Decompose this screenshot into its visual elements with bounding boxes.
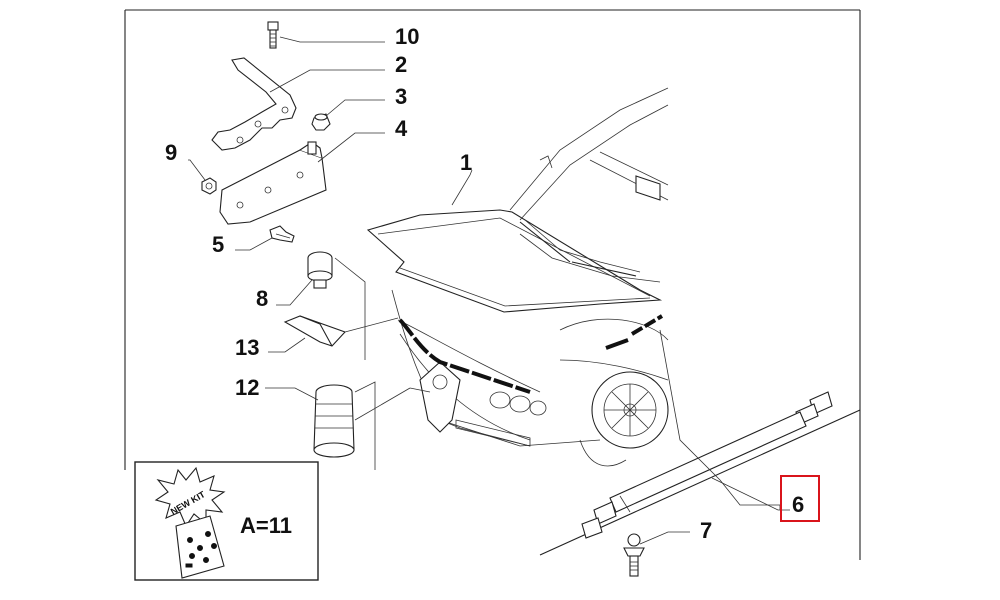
seal-strip-icon[interactable] bbox=[283, 315, 346, 347]
bolt-icon[interactable] bbox=[267, 21, 279, 49]
screw-icon[interactable] bbox=[269, 225, 295, 243]
highlight-box bbox=[780, 475, 820, 522]
callout-label: 9 bbox=[165, 140, 177, 165]
assembly-leaders bbox=[334, 257, 411, 470]
callout-label: 4 bbox=[395, 116, 408, 141]
hinge-base-icon[interactable] bbox=[219, 141, 327, 225]
callout-label: 8 bbox=[256, 286, 268, 311]
bump-stop-icon[interactable] bbox=[307, 251, 333, 289]
kit-box: NEW KIT A=11 bbox=[134, 461, 319, 581]
callout-label: 1 bbox=[460, 150, 472, 175]
callout-label: 7 bbox=[700, 518, 712, 543]
callout-label: 5 bbox=[212, 232, 224, 257]
ball-stud-icon[interactable] bbox=[623, 533, 645, 577]
hood-panel-icon[interactable] bbox=[366, 209, 663, 313]
callout-label: 12 bbox=[235, 375, 259, 400]
nut-icon[interactable] bbox=[201, 177, 217, 195]
callout-label: 3 bbox=[395, 84, 407, 109]
callout-label: 10 bbox=[395, 24, 419, 49]
callout-label: 2 bbox=[395, 52, 407, 77]
gas-strut-icon[interactable] bbox=[581, 391, 833, 539]
rubber-stop-icon[interactable] bbox=[311, 113, 331, 131]
car-body-drawing bbox=[391, 87, 669, 467]
seal-strip-dark bbox=[398, 314, 664, 394]
hood-buffer-icon[interactable] bbox=[313, 384, 355, 458]
kit-formula: A=11 bbox=[240, 513, 292, 538]
callout-label: 13 bbox=[235, 335, 259, 360]
hinge-bracket-icon[interactable] bbox=[211, 57, 297, 151]
callout-label: 6 bbox=[792, 492, 804, 517]
